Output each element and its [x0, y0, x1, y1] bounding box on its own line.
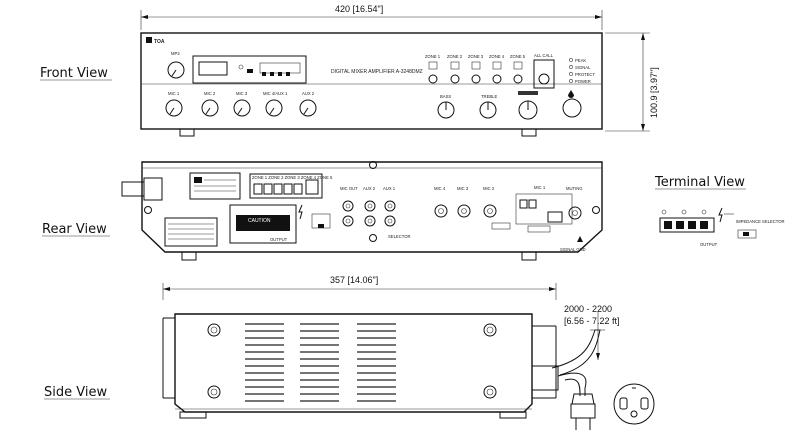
- mic-1-label: MIC 1: [168, 91, 180, 96]
- height-dimension: 100.9 [3.97"]: [605, 32, 659, 132]
- mic-2-jack-label: MIC 2: [483, 186, 495, 191]
- mic-3-jack[interactable]: [457, 204, 471, 218]
- mic-3-label: MIC 3: [236, 91, 248, 96]
- input-knobs: MIC 1 MIC 2 MIC 3 MIC 4/AUX 1 AUX 2: [165, 91, 317, 117]
- caution-label: CAUTION: [248, 218, 271, 224]
- mic-2-label: MIC 2: [204, 91, 216, 96]
- power-switch[interactable]: [562, 98, 582, 118]
- model-name: DIGITAL MIXER AMPLIFIER A-3248DMZ: [331, 69, 423, 75]
- terminal-block: [659, 217, 715, 233]
- zone-1-button[interactable]: [428, 74, 438, 84]
- terminal-view: Terminal View OUTPUT IMPEDANCE SELECTOR: [654, 175, 785, 247]
- power-cord: [121, 181, 145, 197]
- zone-3-label: ZONE 3: [468, 54, 484, 59]
- zone-buttons: ZONE 1 ZONE 2 ZONE 3 ZONE 4 ZONE 5 ALL C…: [425, 53, 555, 89]
- brand-logo: TOA: [154, 39, 165, 45]
- protect-indicator: PROTECT: [575, 72, 595, 77]
- all-call-button[interactable]: [538, 73, 550, 85]
- terminal-view-label: Terminal View: [654, 175, 745, 190]
- mic-4-aux-1-label: MIC 4/AUX 1: [263, 91, 288, 96]
- speaker-output-terminal: [229, 204, 297, 244]
- muting-label: MUTING: [566, 186, 583, 191]
- rear-selector-label: SELECTOR: [388, 234, 411, 239]
- impedance-selector-label: IMPEDANCE SELECTOR: [736, 219, 785, 224]
- mic-out-label: MIC OUT: [340, 186, 358, 191]
- mp3-volume-knob[interactable]: [167, 61, 185, 79]
- signal-indicator: SIGNAL: [575, 65, 591, 70]
- zone-5-label: ZONE 5: [510, 54, 526, 59]
- mic-out-jack[interactable]: [342, 200, 354, 212]
- mic-1-knob[interactable]: [165, 99, 183, 117]
- zone-3-button[interactable]: [471, 74, 481, 84]
- rear-view: Rear View ZONE 1 ZONE 2 ZONE 3 ZONE 4 ZO…: [42, 161, 603, 261]
- front-view-label: Front View: [40, 66, 108, 81]
- aux-2-knob[interactable]: [299, 99, 317, 117]
- height-dim-text: 100.9 [3.97"]: [649, 67, 659, 118]
- mic-4-jack[interactable]: [434, 204, 448, 218]
- indicators: PEAK SIGNAL PROTECT POWER: [569, 58, 595, 84]
- peak-indicator: PEAK: [575, 58, 586, 63]
- depth-dim-text: 357 [14.06"]: [330, 275, 378, 285]
- aux-1-jack[interactable]: [384, 200, 396, 212]
- rear-view-label: Rear View: [42, 222, 107, 237]
- zone-2-button[interactable]: [450, 74, 460, 84]
- power-indicator: POWER: [575, 79, 591, 84]
- bass-label: BASS: [440, 94, 451, 99]
- mp3-label: MP3: [171, 51, 180, 56]
- mic-3-knob[interactable]: [233, 99, 251, 117]
- all-call-label: ALL CALL: [534, 53, 554, 58]
- zone-2-label: ZONE 2: [447, 54, 463, 59]
- cord-length-text: 2000 - 2200: [564, 304, 612, 314]
- mic-2-jack[interactable]: [483, 204, 497, 218]
- rear-output-label: OUTPUT: [270, 237, 288, 242]
- zone-4-label: ZONE 4: [489, 54, 505, 59]
- side-view: Side View 357 [14.06"]: [44, 275, 655, 430]
- rear-chassis: [141, 161, 603, 253]
- side-chassis: [174, 313, 533, 413]
- mic-1-terminal[interactable]: [547, 211, 563, 223]
- zone-terminal-block: [249, 173, 323, 199]
- vent-slots: [245, 323, 396, 402]
- power-plug: [570, 393, 596, 430]
- mic-4-aux-1-knob[interactable]: [265, 99, 283, 117]
- mic-1-terminal-label: MIC 1: [534, 185, 546, 190]
- rear-zones-label: ZONE 1 ZONE 2 ZONE 3 ZONE 4 ZONE 5: [252, 175, 333, 180]
- plug-socket-face: [613, 383, 655, 425]
- zone-4-button[interactable]: [492, 74, 502, 84]
- aux-2-label: AUX 2: [302, 91, 315, 96]
- cord-length-in-text: [6.56 - 7.22 ft]: [564, 316, 620, 326]
- aux-2-jack[interactable]: [364, 200, 376, 212]
- side-view-label: Side View: [44, 385, 107, 400]
- mic-2-knob[interactable]: [201, 99, 219, 117]
- signal-gnd-label: SIGNAL GND: [560, 247, 586, 252]
- mic-4-jack-label: MIC 4: [434, 186, 446, 191]
- zone-1-label: ZONE 1: [425, 54, 441, 59]
- aux-2-jack-label: AUX 2: [363, 186, 376, 191]
- mic-3-jack-label: MIC 3: [457, 186, 469, 191]
- zone-5-button[interactable]: [513, 74, 523, 84]
- width-dimension: 420 [16.54"]: [140, 4, 603, 30]
- front-view: Front View 420 [16.54"] 100.9 [3.97"]: [40, 4, 659, 137]
- depth-dimension: 357 [14.06"]: [162, 275, 557, 300]
- muting-terminal[interactable]: [568, 206, 582, 220]
- terminal-output-label: OUTPUT: [700, 242, 718, 247]
- treble-label: TREBLE: [481, 94, 497, 99]
- width-dim-text: 420 [16.54"]: [335, 4, 383, 14]
- aux-1-jack-label: AUX 1: [383, 186, 396, 191]
- input-jacks: MIC OUT AUX 2 AUX 1 SELECTOR MIC 4 MIC 3…: [340, 186, 511, 239]
- front-chassis: [140, 32, 603, 130]
- mp3-player-module: [192, 55, 307, 84]
